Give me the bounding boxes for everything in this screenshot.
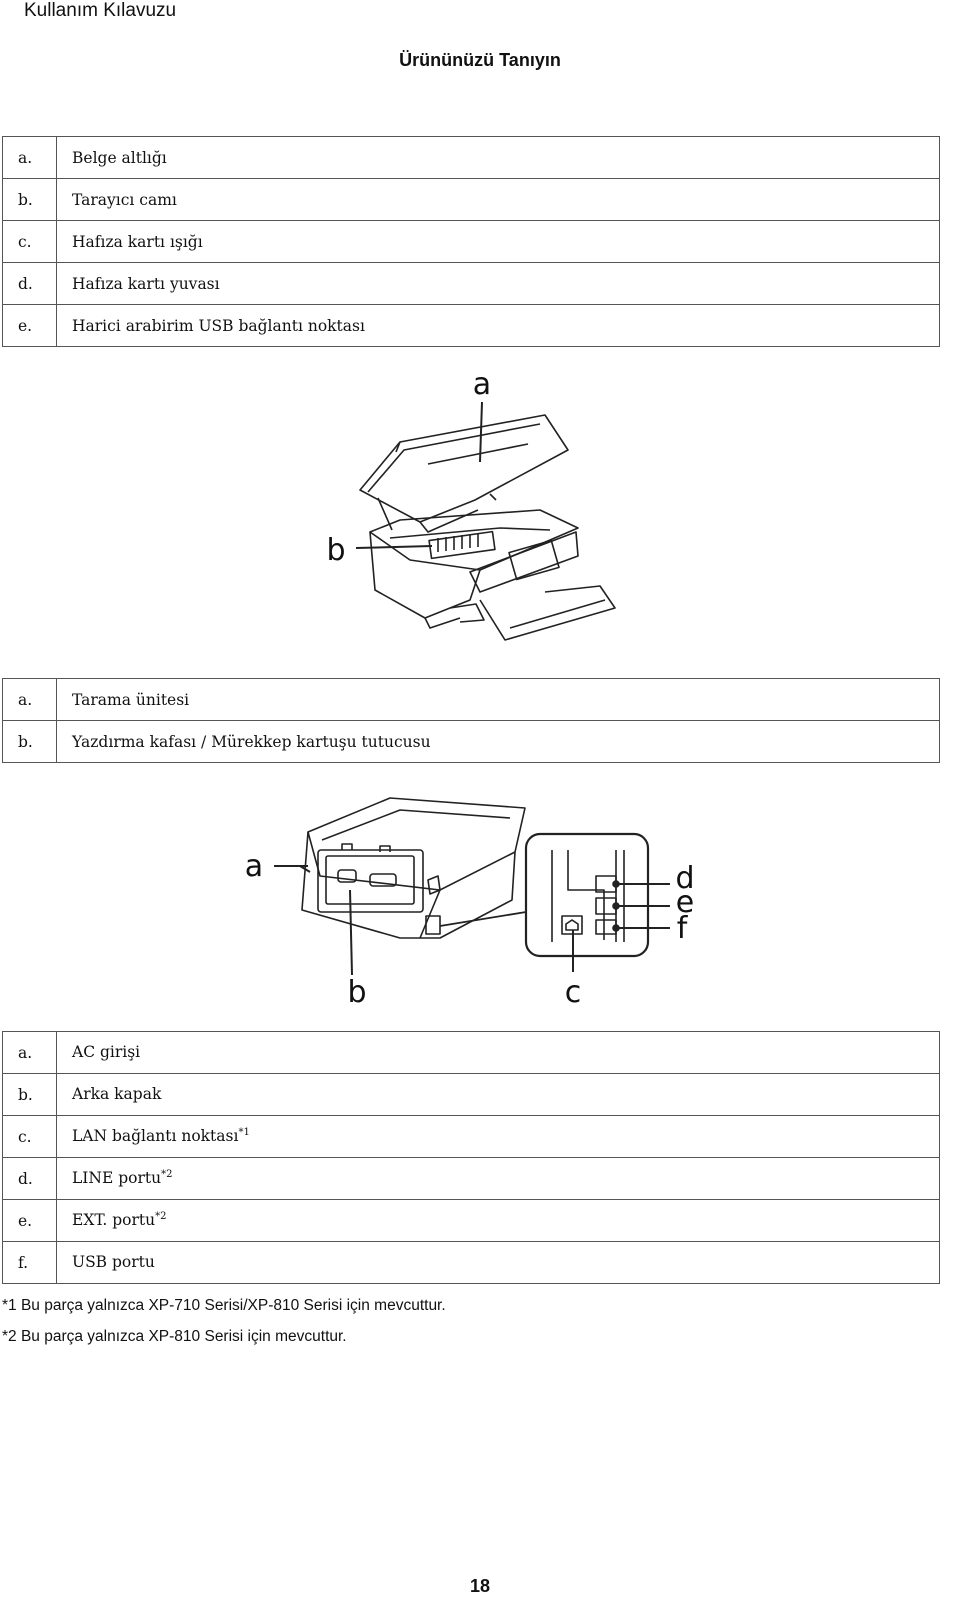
table-row: c.LAN bağlantı noktası*1 — [2, 1115, 940, 1158]
figure2-label-d: d — [675, 861, 694, 896]
table-row: e.Harici arabirim USB bağlantı noktası — [2, 304, 940, 347]
printer-rear-illustration: a b c d e f — [245, 797, 695, 1010]
table-row: a.Tarama ünitesi — [2, 678, 940, 721]
footnote-2: *2 Bu parça yalnızca XP-810 Serisi için … — [2, 1328, 347, 1345]
figure1-label-a: a — [473, 367, 491, 402]
table-row: a.AC girişi — [2, 1031, 940, 1074]
row-key: e. — [2, 1199, 57, 1242]
row-key: f. — [2, 1241, 57, 1284]
row-value: EXT. portu*2 — [56, 1199, 940, 1242]
parts-table-2: a.Tarama ünitesi b.Yazdırma kafası / Mür… — [2, 678, 940, 763]
figure2-label-b: b — [347, 975, 366, 1010]
row-key: c. — [2, 1115, 57, 1158]
footnote-ref: *2 — [161, 1169, 173, 1181]
table-row: e.EXT. portu*2 — [2, 1199, 940, 1242]
row-value: Hafıza kartı yuvası — [56, 262, 940, 305]
table-row: a.Belge altlığı — [2, 136, 940, 179]
row-key: b. — [2, 178, 57, 221]
row-value: Belge altlığı — [56, 136, 940, 179]
figure1-label-b: b — [326, 533, 345, 568]
row-key: b. — [2, 720, 57, 763]
section-title: Ürününüzü Tanıyın — [399, 50, 561, 70]
page-number: 18 — [469, 1576, 491, 1596]
table-row: d.Hafıza kartı yuvası — [2, 262, 940, 305]
row-key: a. — [2, 1031, 57, 1074]
footnote-1: *1 Bu parça yalnızca XP-710 Serisi/XP-81… — [2, 1297, 446, 1314]
row-value: Yazdırma kafası / Mürekkep kartuşu tutuc… — [56, 720, 940, 763]
row-value: Arka kapak — [56, 1073, 940, 1116]
parts-table-3: a.AC girişi b.Arka kapak c.LAN bağlantı … — [2, 1031, 940, 1284]
row-value: USB portu — [56, 1241, 940, 1284]
row-value: Tarayıcı camı — [56, 178, 940, 221]
row-key: a. — [2, 678, 57, 721]
table-row: b.Tarayıcı camı — [2, 178, 940, 221]
table-row: f.USB portu — [2, 1241, 940, 1284]
row-key: e. — [2, 304, 57, 347]
row-key: c. — [2, 220, 57, 263]
row-key: b. — [2, 1073, 57, 1116]
row-value: Harici arabirim USB bağlantı noktası — [56, 304, 940, 347]
row-key: a. — [2, 136, 57, 179]
footnote-ref: *2 — [155, 1211, 167, 1223]
table-row: d.LINE portu*2 — [2, 1157, 940, 1200]
row-value: AC girişi — [56, 1031, 940, 1074]
row-value: LINE portu*2 — [56, 1157, 940, 1200]
table-row: c.Hafıza kartı ışığı — [2, 220, 940, 263]
figure2-label-e: e — [676, 885, 694, 920]
table-row: b.Yazdırma kafası / Mürekkep kartuşu tut… — [2, 720, 940, 763]
parts-table-1: a.Belge altlığı b.Tarayıcı camı c.Hafıza… — [2, 136, 940, 347]
row-value: Hafıza kartı ışığı — [56, 220, 940, 263]
row-key: d. — [2, 262, 57, 305]
figure2-label-f: f — [677, 911, 689, 946]
figure2-label-a: a — [245, 849, 263, 884]
table-row: b.Arka kapak — [2, 1073, 940, 1116]
row-key: d. — [2, 1157, 57, 1200]
printer-open-illustration: a b — [326, 367, 616, 641]
header-title: Kullanım Kılavuzu — [24, 0, 177, 21]
figure2-label-c: c — [565, 975, 582, 1010]
row-value: LAN bağlantı noktası*1 — [56, 1115, 940, 1158]
footnote-ref: *1 — [238, 1127, 250, 1139]
row-value: Tarama ünitesi — [56, 678, 940, 721]
